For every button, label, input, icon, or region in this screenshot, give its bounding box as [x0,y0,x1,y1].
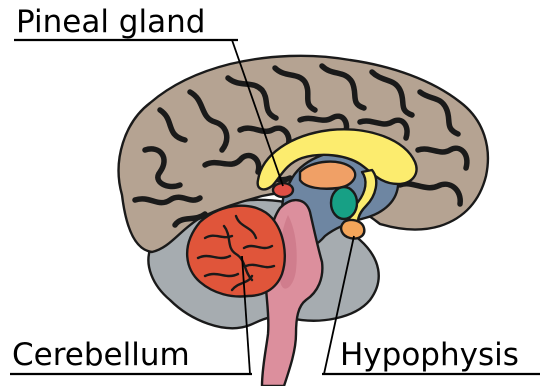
label-hypophysis: Hypophysis [340,337,519,373]
cerebellum-shape [187,206,285,297]
orange-region [300,162,355,189]
green-region [331,187,357,219]
label-cerebellum: Cerebellum [12,337,190,373]
hypophysis-shape [341,220,364,239]
label-pineal-gland: Pineal gland [16,4,205,40]
